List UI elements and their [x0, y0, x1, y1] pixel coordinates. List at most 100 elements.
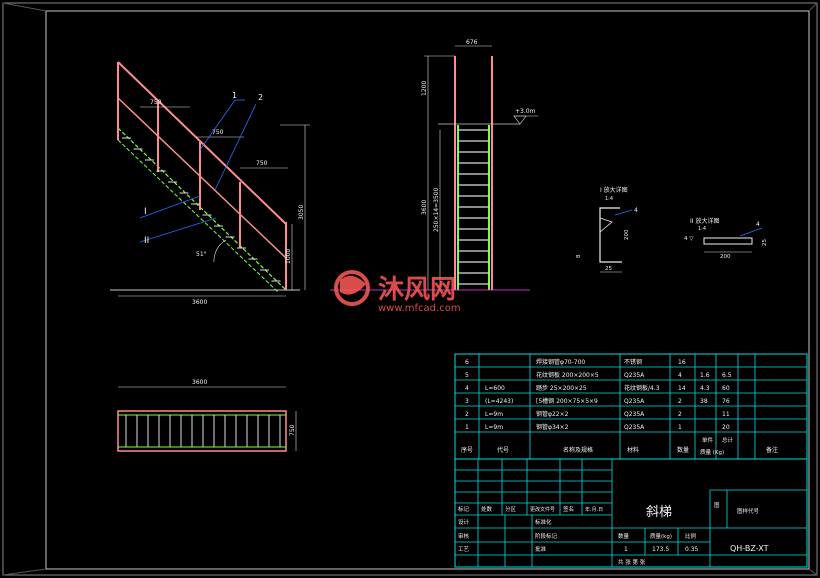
bom-cell: 11: [722, 411, 730, 418]
tb-stage: 阶段标记: [535, 532, 558, 540]
tb-zone: 分区: [505, 505, 517, 513]
bom-cell: L=9m: [485, 411, 503, 418]
detail-I-weld: 4: [634, 207, 638, 214]
detail-I: I 放大详图 1:4 4 200 25 8: [576, 186, 638, 273]
bom-header-code: 代号: [497, 446, 509, 454]
bom-cell: 2: [465, 411, 469, 418]
bom-header-weight: 质量 (Kg): [700, 448, 724, 456]
bom-header-name: 名称及规格: [563, 446, 593, 454]
tb-change-doc: 更改文件号: [530, 506, 555, 513]
detail-II-leader: [739, 227, 763, 237]
bom-cell: Q235A: [624, 372, 645, 379]
tb-qty-label: 数量: [618, 532, 630, 540]
tb-count: 处数: [481, 505, 493, 513]
detail-I-title: I 放大详图: [600, 186, 628, 194]
drawing-frame: [45, 10, 810, 570]
detail-II-title: II 放大详图: [690, 217, 719, 225]
leader-II: [139, 217, 217, 243]
bom-header-material: 材料: [627, 446, 639, 454]
frame-corner-bl: [2, 568, 47, 576]
tb-weight: 173.5: [652, 546, 669, 553]
watermark-url: www.mfcad.com: [378, 303, 461, 314]
bom-cell: 花纹钢板/4.3: [624, 384, 660, 392]
bom-cell: L=600: [485, 385, 505, 392]
tb-check: 审核: [458, 532, 470, 540]
plan-steps: [125, 415, 281, 447]
detail-II-weld: 4: [756, 221, 760, 228]
dim-676: 676: [466, 39, 478, 46]
bom-cell: 6: [465, 359, 469, 366]
tb-standard: 标准化: [535, 518, 552, 526]
bom-cell: 38: [700, 398, 708, 405]
detail-I-dim-8: 8: [576, 254, 582, 258]
bom-header-unit: 单件: [702, 436, 714, 444]
bom-cell: 2: [678, 411, 682, 418]
dim-3050: 3050: [298, 205, 305, 220]
dim-3600v: 3600: [421, 200, 428, 215]
bom-cell: 踏步 25×200×25: [536, 384, 587, 392]
bom-cell: L=9m: [485, 424, 503, 431]
bom-header-no: 序号: [461, 446, 473, 454]
bom-border: [454, 353, 808, 460]
handrail-top: [117, 61, 287, 225]
watermark: 沐风网 www.mfcad.com: [334, 270, 461, 314]
bom-header-note: 备注: [766, 446, 778, 454]
bom-cell: 20: [722, 424, 730, 431]
tb-design: 设计: [458, 518, 470, 526]
bom-cell: 焊接钢管φ70-700: [536, 358, 585, 366]
level-triangle: [513, 115, 527, 125]
tb-qty: 1: [624, 546, 628, 553]
side-steps: [122, 137, 281, 282]
dim-1200: 1200: [421, 81, 428, 96]
watermark-logo: [334, 270, 370, 306]
side-view: 750 750 750 3050 1000 3600 51° 1 2 I II: [110, 61, 310, 306]
detail-II-weld-ref: 4 ▽: [684, 236, 694, 242]
front-steps: [458, 129, 489, 285]
dim-750c: 750: [256, 160, 268, 167]
tb-scale-label: 比例: [685, 532, 697, 540]
level-label: +3.0m: [515, 108, 536, 115]
dim-steps: 250×14=3500: [433, 187, 440, 232]
bom-cell: 60: [722, 385, 730, 392]
detail-I-leader: [614, 209, 633, 216]
frame-corner-br: [808, 568, 818, 576]
bom-cell: 16: [678, 359, 686, 366]
tb-process: 工艺: [458, 546, 470, 553]
leader-2: [214, 103, 257, 191]
bom-cell: 3: [465, 398, 469, 405]
detail-II-plate: [703, 237, 753, 245]
tb-scale: 0.35: [685, 546, 699, 553]
bom-header-qty: 数量: [677, 446, 689, 454]
bom-cell: 1.6: [700, 372, 710, 379]
tb-mark: 标记: [458, 505, 470, 513]
watermark-logo-swoosh: [340, 275, 366, 295]
handrail-mid: [117, 97, 287, 259]
dim-750b: 750: [212, 129, 224, 136]
dim-1000: 1000: [285, 249, 292, 264]
tb-approve: 批准: [535, 545, 547, 553]
leader-1: [199, 99, 236, 151]
bom-cell: 4: [465, 385, 469, 392]
bom-cell: 4.3: [700, 385, 710, 392]
tb-org: 图: [714, 501, 720, 509]
leader-I: [139, 195, 201, 219]
plan-dim-width: 750: [289, 424, 296, 436]
title-block-border: [454, 458, 808, 568]
bom-cell: 2: [678, 398, 682, 405]
bom-cell: 4: [678, 372, 682, 379]
detail-II-dim-25: 25: [762, 239, 768, 246]
stringer-lower: [117, 139, 279, 293]
bom-cell: Q235A: [624, 424, 645, 431]
callout-II: II: [144, 236, 149, 246]
detail-I-dim-25: 25: [605, 266, 612, 272]
detail-II: II 放大详图 1:4 4 4 ▽ 200 25: [684, 217, 768, 260]
title-block-grid: [455, 459, 807, 567]
dim-750a: 750: [150, 99, 162, 106]
callout-1: 1: [232, 91, 237, 100]
angle-label: 51°: [196, 251, 207, 258]
tb-sign: 签名: [563, 505, 574, 513]
drawing-title: 斜梯: [646, 505, 672, 520]
